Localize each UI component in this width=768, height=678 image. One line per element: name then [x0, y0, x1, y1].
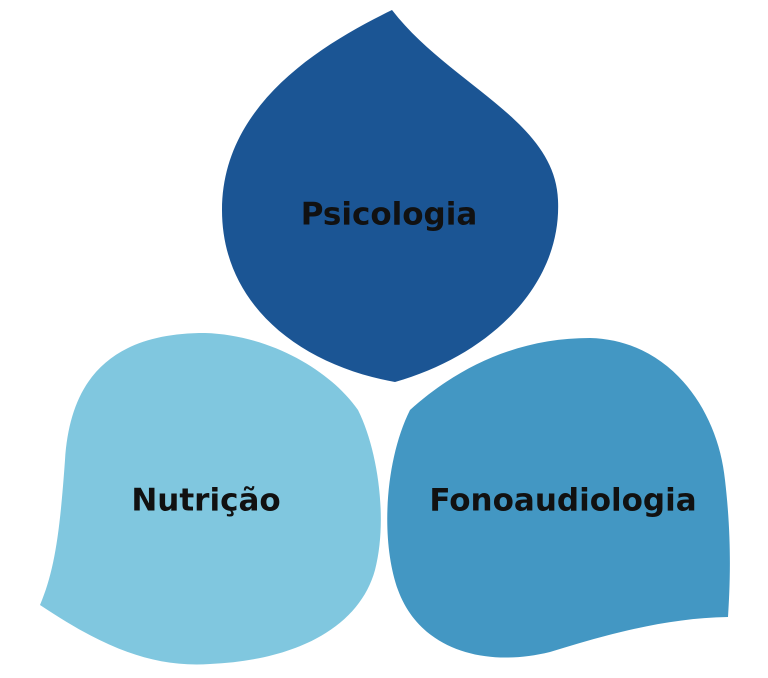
petal-nutricao-shape	[40, 333, 381, 665]
petal-psicologia-shape	[222, 10, 559, 382]
petal-fonoaudiologia: Fonoaudiologia	[387, 338, 730, 658]
petal-nutricao: Nutrição	[40, 333, 381, 665]
petal-psicologia: Psicologia	[222, 10, 559, 382]
petal-nutricao-label: Nutrição	[131, 483, 280, 519]
petal-fonoaudiologia-label: Fonoaudiologia	[429, 483, 696, 519]
petal-psicologia-label: Psicologia	[301, 197, 478, 233]
petal-fonoaudiologia-shape	[387, 338, 730, 658]
